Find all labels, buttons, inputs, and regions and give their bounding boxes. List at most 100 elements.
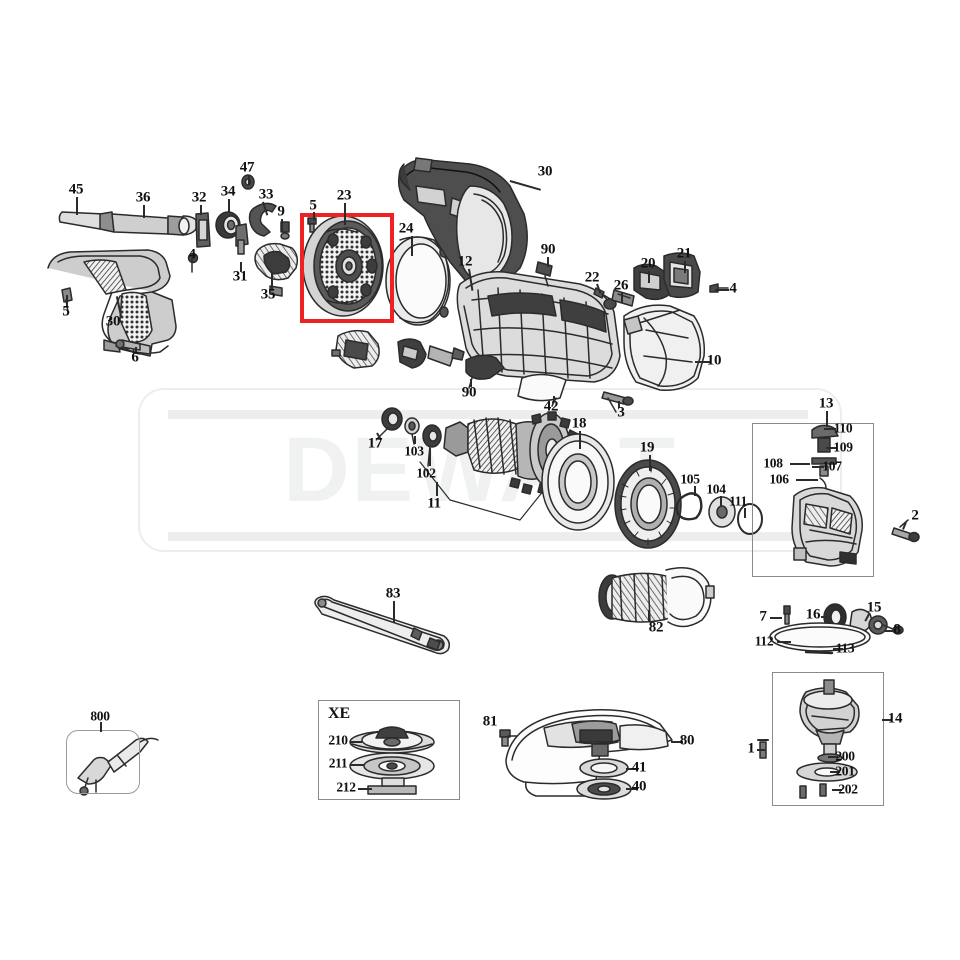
callout-212: 212 (336, 779, 356, 795)
leader-7 (770, 617, 782, 619)
leader-21 (684, 261, 686, 273)
callout-10: 10 (706, 352, 722, 369)
leader-103 (414, 436, 416, 444)
leader-47 (248, 175, 250, 185)
callout-30b: 30 (105, 313, 121, 330)
leader-30a (509, 180, 541, 191)
callout-105: 105 (680, 471, 700, 487)
callout-210: 210 (328, 732, 348, 748)
leader-34 (228, 199, 230, 212)
leader-19 (649, 455, 651, 471)
callout-35: 35 (260, 286, 276, 303)
callout-32: 32 (191, 189, 207, 206)
callout-31: 31 (232, 268, 248, 285)
callout-22: 22 (584, 269, 600, 286)
leader-9 (281, 219, 283, 231)
callout-90b: 90 (461, 384, 477, 401)
leader-202 (832, 789, 842, 791)
callout-34: 34 (220, 183, 236, 200)
callout-12: 12 (457, 253, 473, 270)
callout-4b: 4 (729, 280, 737, 297)
leader-40 (626, 788, 636, 790)
callout-45: 45 (68, 181, 84, 198)
callout-11: 11 (427, 495, 441, 512)
leader-45 (76, 197, 78, 215)
callout-211: 211 (328, 755, 348, 771)
leader-108 (790, 463, 810, 465)
leader-36a (143, 205, 145, 218)
leader-5a (313, 212, 315, 220)
callout-90a: 90 (540, 241, 556, 258)
leader-2 (902, 521, 907, 530)
leader-20 (648, 271, 650, 283)
callout-6: 6 (131, 349, 139, 366)
callout-112: 112 (754, 633, 774, 649)
leader-1 (757, 749, 765, 751)
leader-42 (553, 396, 555, 402)
callout-30a: 30 (537, 163, 553, 180)
callout-20: 20 (640, 255, 656, 272)
leader-32 (200, 205, 202, 215)
callout-36a: 36 (135, 189, 151, 206)
callout-202: 202 (838, 781, 858, 797)
callout-33: 33 (258, 186, 274, 203)
leader-102 (429, 448, 431, 466)
callout-17: 17 (367, 435, 383, 452)
leader-82 (648, 610, 650, 622)
leader-109 (826, 447, 836, 449)
callout-42: 42 (543, 398, 559, 415)
leader-210 (350, 741, 362, 743)
xe-group-box (318, 700, 460, 800)
callout-2: 2 (911, 507, 919, 524)
leader-212 (358, 788, 372, 790)
callout-200: 200 (835, 748, 855, 764)
callout-108: 108 (763, 455, 783, 471)
callout-18: 18 (571, 415, 587, 432)
leader-112 (777, 641, 791, 643)
leader-24 (411, 236, 413, 256)
leader-3 (618, 401, 620, 408)
leader-104 (720, 496, 722, 506)
leader-90a (547, 257, 549, 267)
callout-47: 47 (239, 159, 255, 176)
leader-35 (271, 272, 273, 290)
callout-9: 9 (277, 203, 285, 220)
leader-4b (715, 289, 729, 291)
part-13-group-box (752, 423, 874, 577)
leader-23 (344, 203, 346, 225)
highlight-box-part-23 (300, 213, 394, 323)
leader-80 (671, 741, 683, 743)
part-800-box (66, 730, 140, 794)
callout-113: 113 (835, 640, 855, 656)
callout-82: 82 (648, 619, 664, 636)
leader-31 (240, 262, 242, 272)
callout-106: 106 (769, 471, 789, 487)
callout-80: 80 (679, 732, 695, 749)
callout-4a: 4 (188, 246, 196, 263)
leader-11 (436, 482, 438, 496)
callout-24: 24 (398, 220, 414, 237)
leader-18 (579, 431, 581, 449)
callout-41: 41 (631, 759, 647, 776)
leader-211 (350, 764, 364, 766)
leader-10 (695, 361, 710, 363)
callout-5b: 5 (62, 303, 70, 320)
leader-110 (824, 428, 836, 430)
callout-103: 103 (404, 443, 424, 459)
callout-3: 3 (617, 404, 625, 421)
leader-200 (828, 756, 838, 758)
leader-106 (796, 479, 818, 481)
callout-7: 7 (759, 608, 767, 625)
callout-16: 16 (805, 606, 821, 623)
leader-105 (694, 486, 696, 496)
callout-14: 14 (887, 710, 903, 727)
callout-19: 19 (639, 439, 655, 456)
leader-800 (100, 722, 102, 732)
leader-33 (262, 201, 268, 216)
leader-107 (812, 466, 824, 468)
callout-40: 40 (631, 778, 647, 795)
leader-14 (882, 719, 892, 721)
leader-12 (468, 268, 474, 291)
xe-box-caption: XE (328, 705, 351, 722)
